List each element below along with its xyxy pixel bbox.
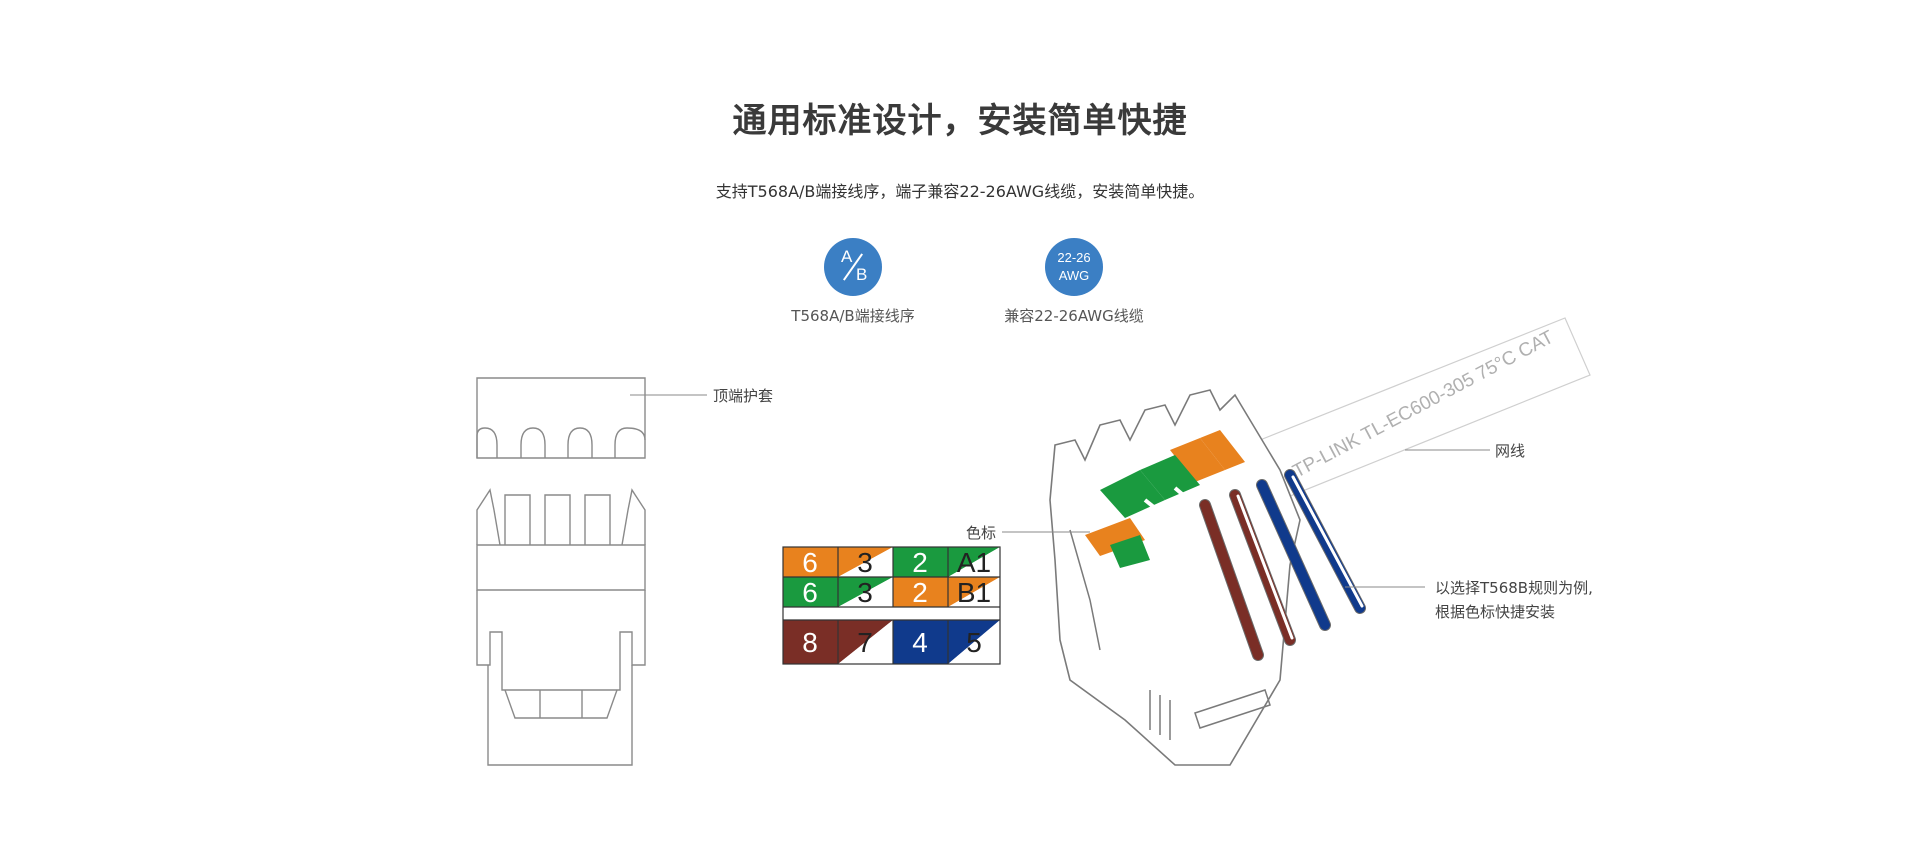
table-cell: B1 [957,577,991,608]
table-cell: 2 [912,577,928,608]
page-subtitle: 支持T568A/B端接线序，端子兼容22-26AWG线缆，安装简单快捷。 [715,182,1205,201]
table-cell: 6 [802,577,818,608]
jack-body-drawing [476,488,646,766]
icon-awg-unit: AWG [1058,268,1090,283]
table-cell: 4 [912,627,928,658]
color-code-table: 6 3 2 A1 6 3 2 B1 8 7 4 5 [782,546,1001,665]
top-cover-label: 顶端护套 [713,387,774,405]
feature-awg: 22-26 AWG 兼容22-26AWG线缆 [944,238,1204,326]
table-cell: 5 [966,627,982,658]
feature-ab-wiring: A B T568A/B端接线序 [723,238,983,326]
instruction-label-line1: 以选择T568B规则为例, [1435,579,1593,597]
color-code-label: 色标 [966,524,997,542]
icon-letter-a: A [841,247,853,266]
cable-label: 网线 [1495,442,1526,460]
table-cell: A1 [957,547,991,578]
table-cell: 6 [802,547,818,578]
ab-wiring-icon: A B [824,238,882,296]
feature-caption: T568A/B端接线序 [791,307,915,325]
icon-awg-range: 22-26 [1057,250,1091,265]
awg-icon: 22-26 AWG [1045,238,1103,296]
top-cover-drawing [476,377,646,459]
jack-assembly-drawing [1049,389,1366,766]
icon-letter-b: B [856,265,868,284]
table-cell: 7 [857,627,873,658]
table-cell: 3 [857,577,873,608]
table-cell: 8 [802,627,818,658]
instruction-label-line2: 根据色标快捷安装 [1435,603,1556,621]
page-title: 通用标准设计，安装简单快捷 [732,101,1188,141]
feature-caption: 兼容22-26AWG线缆 [1004,307,1144,325]
table-cell: 3 [857,547,873,578]
table-cell: 2 [912,547,928,578]
